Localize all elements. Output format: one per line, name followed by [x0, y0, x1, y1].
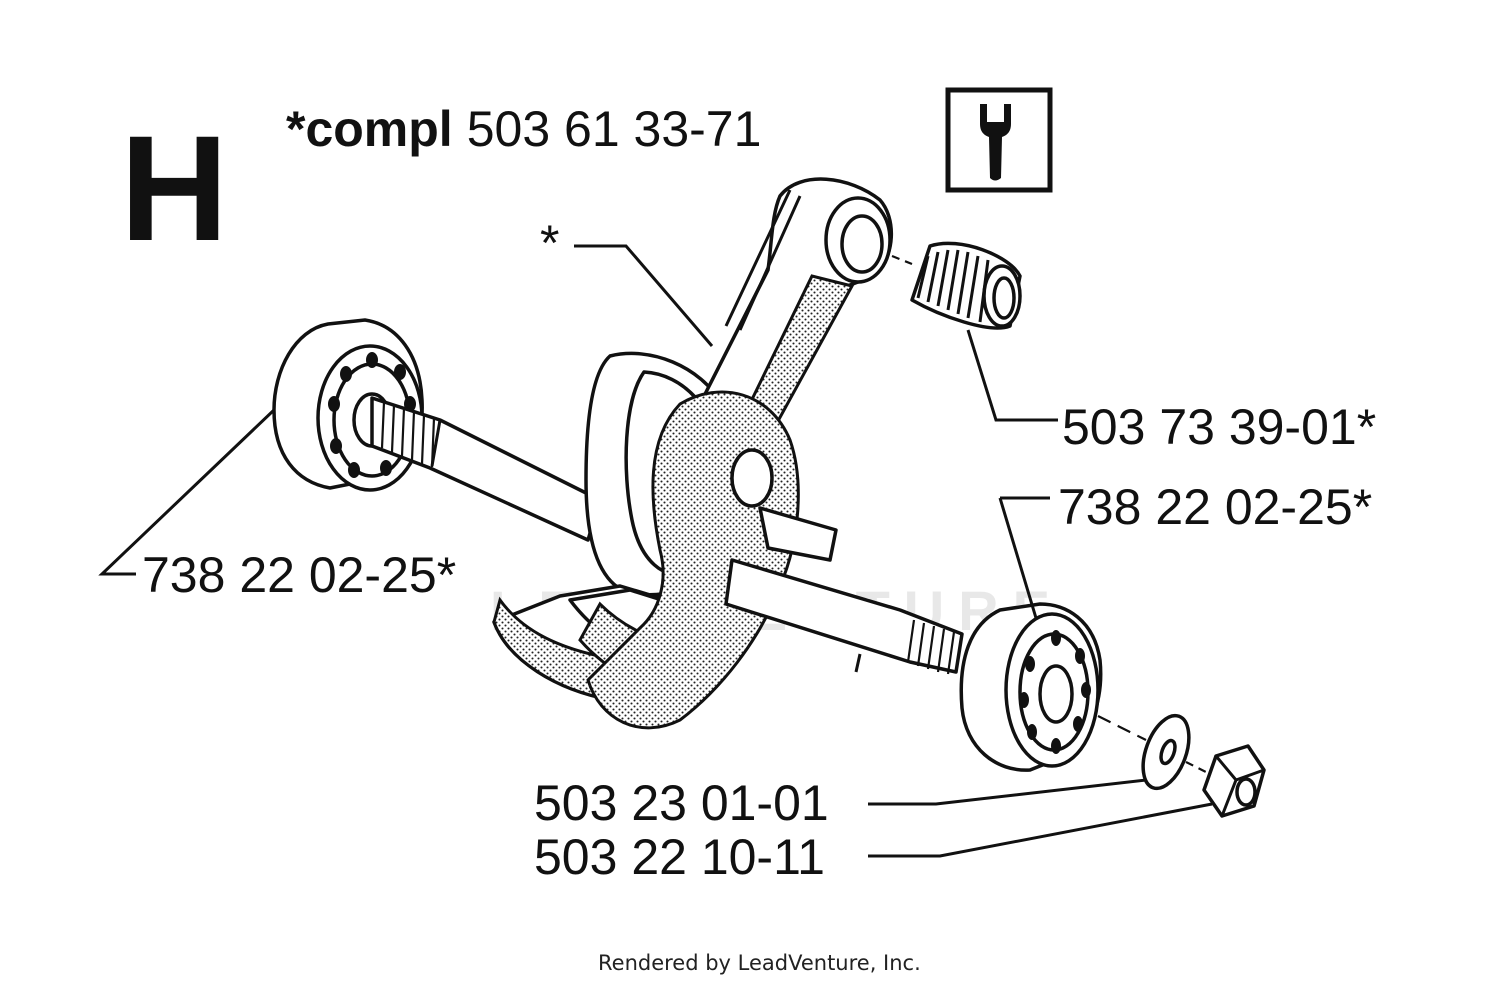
needle-bearing — [891, 241, 1022, 330]
callout-needle-bearing: 503 73 39-01* — [1062, 399, 1376, 455]
callout-bearing-right: 738 22 02-25* — [1058, 479, 1372, 535]
render-credit: Rendered by LeadVenture, Inc. — [598, 951, 921, 975]
right-shaft — [724, 558, 964, 675]
kit-prefix: *compl — [286, 101, 453, 157]
callout-washer: 503 23 01-01 — [534, 775, 829, 831]
left-main-bearing — [272, 318, 424, 492]
callout-bearing-left: 738 22 02-25* — [142, 547, 456, 603]
wrench-icon — [945, 87, 1053, 193]
right-main-bearing — [959, 602, 1103, 772]
left-shaft — [370, 396, 602, 542]
leader-lines — [98, 244, 1213, 858]
washer — [1097, 713, 1191, 791]
crank-web-front — [586, 390, 838, 730]
callout-asterisk: * — [540, 215, 559, 271]
kit-number: 503 61 33-71 — [467, 101, 762, 157]
nut — [1185, 744, 1266, 818]
section-letter: H — [120, 104, 228, 272]
callout-nut: 503 22 10-11 — [534, 829, 825, 885]
connecting-rod — [698, 177, 893, 434]
